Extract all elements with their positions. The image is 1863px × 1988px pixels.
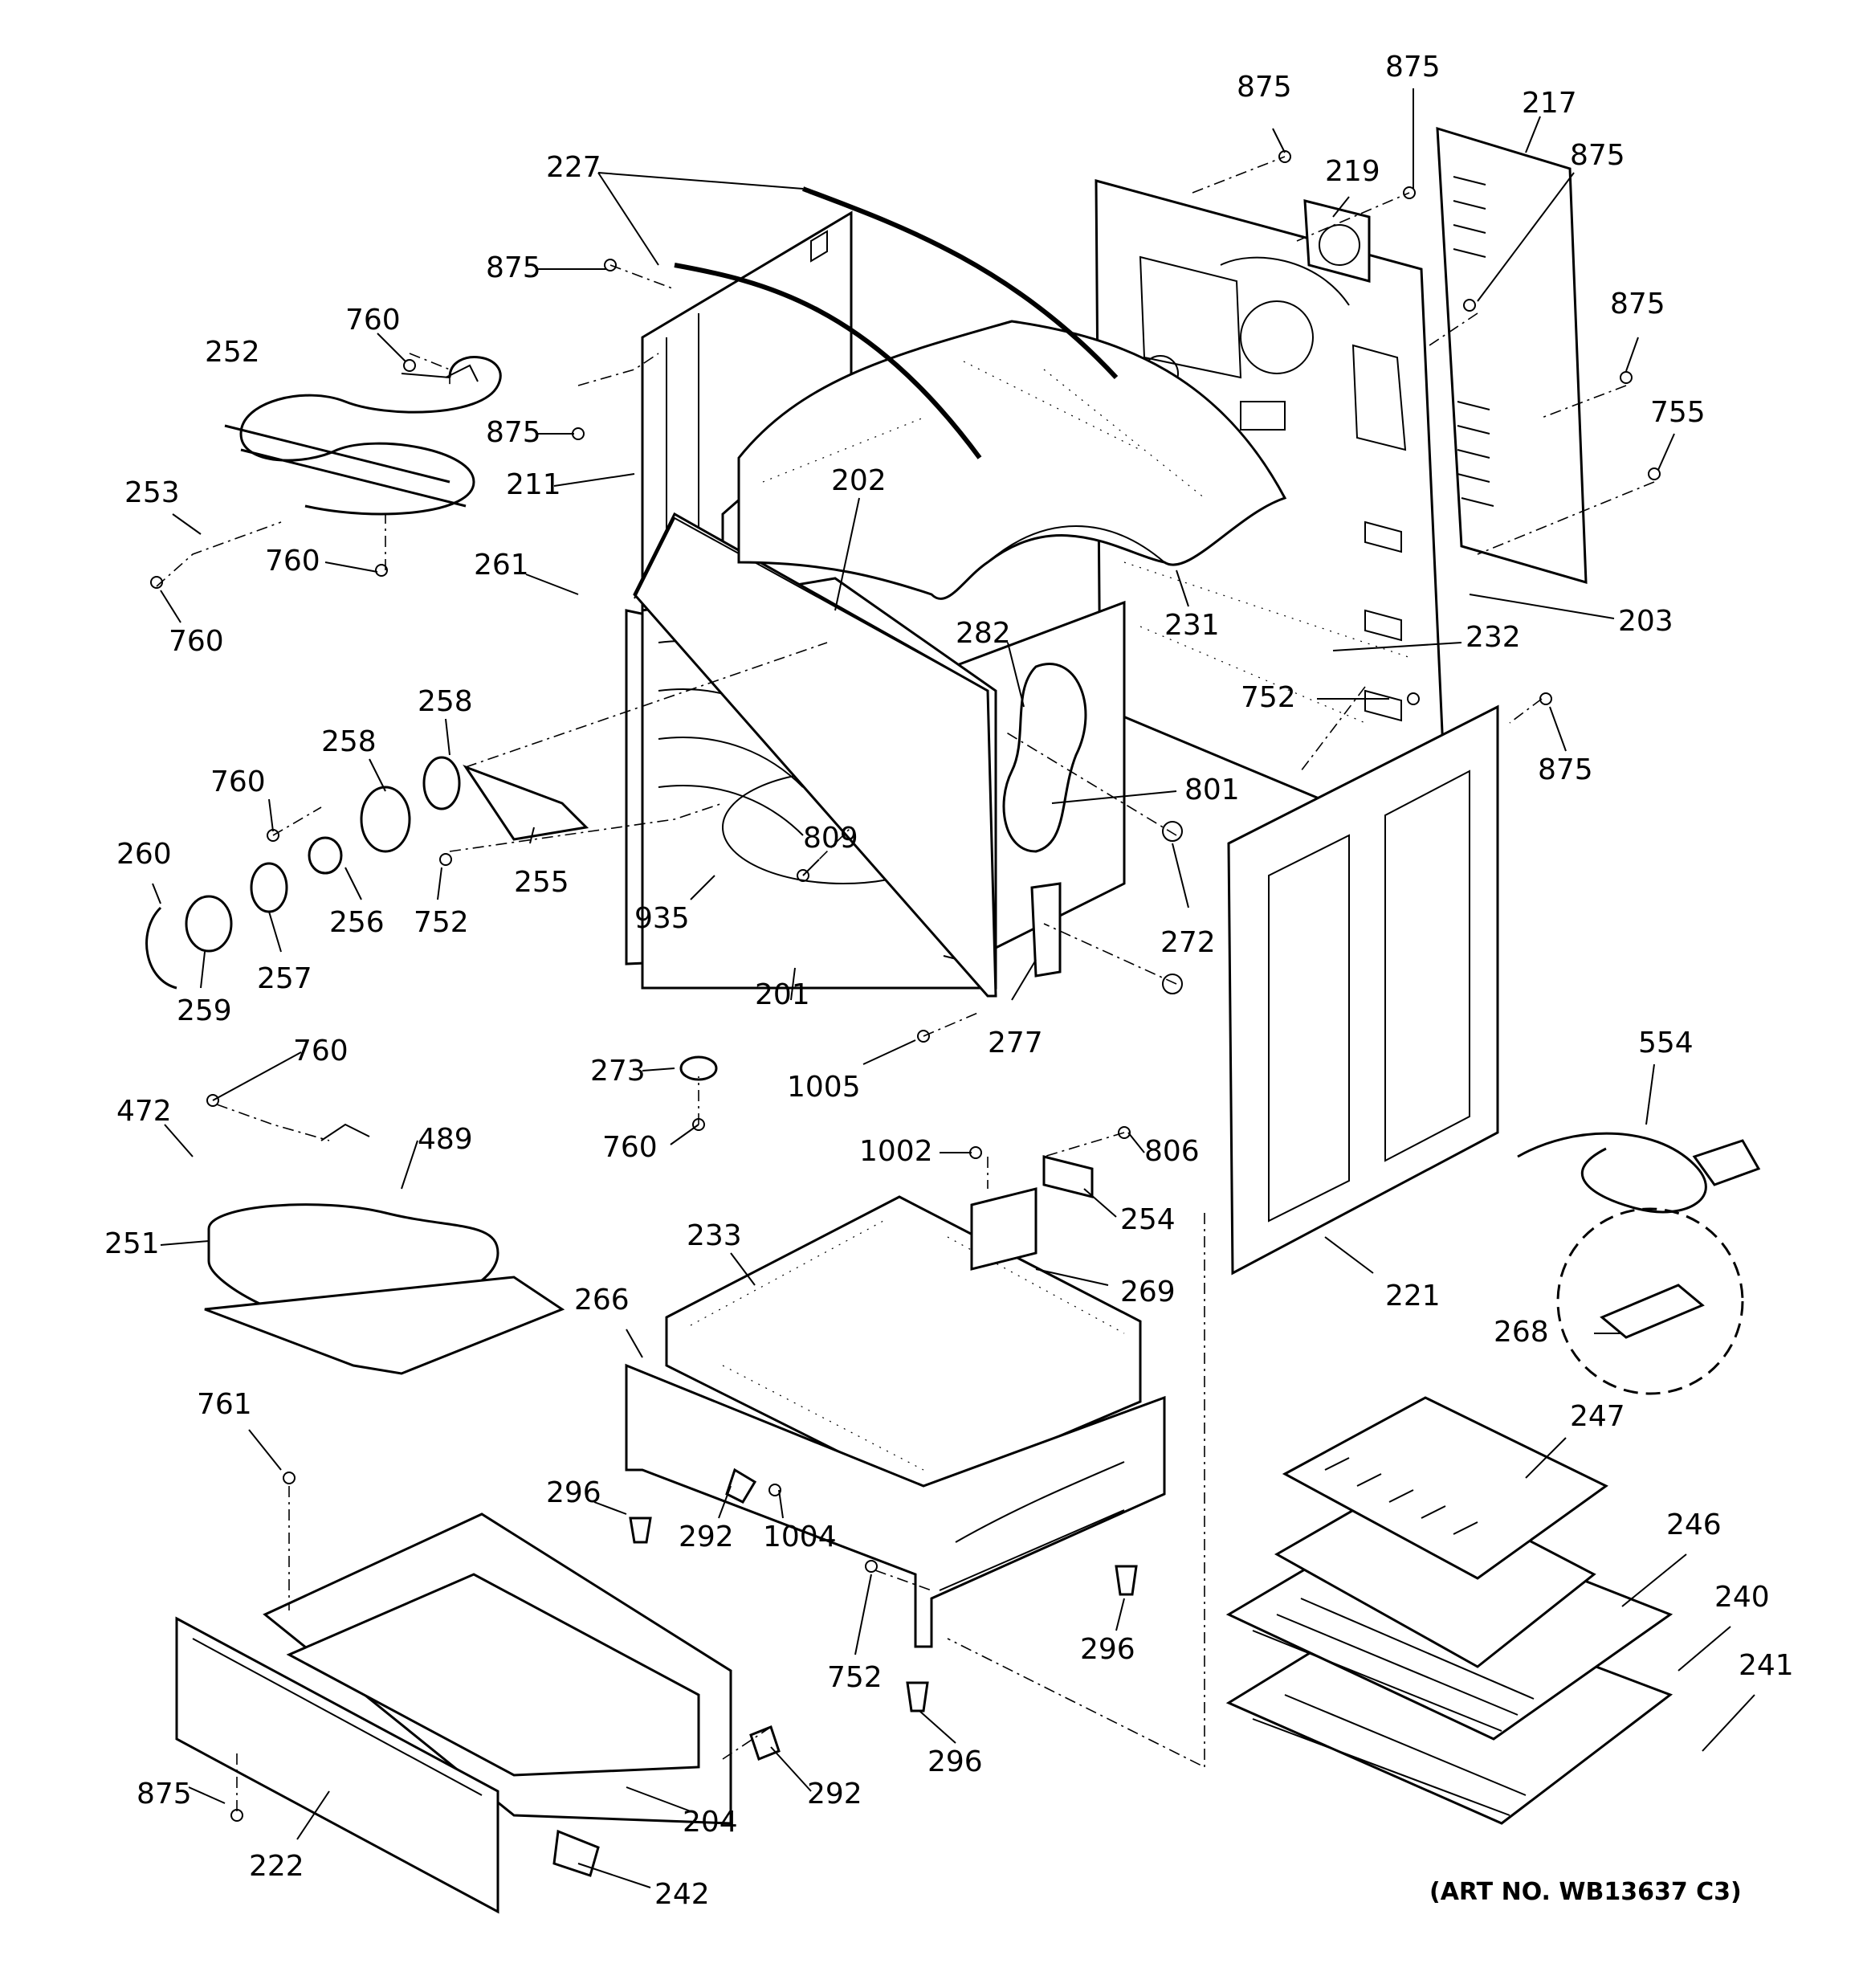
label-217: 217 [1522,87,1577,120]
label-260: 260 [116,838,172,871]
label-201: 201 [755,978,810,1011]
cover-219 [1303,199,1371,283]
label-261: 261 [474,549,529,582]
label-489: 489 [418,1123,473,1156]
drawer-support-266 [625,1195,1166,1648]
label-272: 272 [1160,926,1216,959]
label-222: 222 [249,1850,304,1883]
label-231: 231 [1164,609,1220,642]
label-1004: 1004 [763,1521,837,1553]
label-233: 233 [687,1219,742,1252]
bake-element-251 [204,1123,565,1375]
label-253: 253 [124,476,180,509]
label-292: 292 [679,1521,734,1553]
label-875: 875 [1385,51,1441,84]
label-935: 935 [634,902,690,935]
label-760: 760 [602,1131,658,1164]
power-cord-554 [1517,1132,1761,1214]
label-268: 268 [1494,1316,1549,1349]
label-232: 232 [1466,621,1521,654]
label-296: 296 [546,1476,601,1509]
drawer-204 [175,1512,732,1914]
label-282: 282 [956,617,1011,650]
insulation-231 [737,320,1287,600]
label-219: 219 [1325,155,1380,188]
broil-element-252 [224,356,502,516]
label-554: 554 [1638,1027,1694,1059]
art-number-footer: (ART NO. WB13637 C3) [1429,1878,1742,1906]
label-755: 755 [1650,396,1706,429]
label-277: 277 [988,1027,1043,1059]
diagram-art [145,88,1761,1914]
label-258: 258 [321,725,377,758]
label-875: 875 [1237,71,1292,104]
label-801: 801 [1184,774,1240,806]
label-760: 760 [169,625,224,658]
label-246: 246 [1666,1508,1722,1541]
label-296: 296 [1080,1633,1135,1666]
label-258: 258 [418,685,473,718]
label-241: 241 [1739,1649,1794,1682]
label-273: 273 [590,1055,646,1088]
hinge-277 [1030,882,1062,978]
label-251: 251 [104,1227,160,1260]
wire-227 [674,186,1119,459]
label-227: 227 [546,151,601,184]
oven-racks [1225,1396,1673,1825]
part-number-labels: 875 875 217 875 219 227 875 760 252 875 … [104,51,1794,1911]
label-809: 809 [803,822,858,855]
label-760: 760 [210,765,266,798]
label-221: 221 [1385,1280,1441,1312]
rear-cover-217 [1436,126,1588,585]
label-254: 254 [1120,1203,1176,1236]
label-875: 875 [486,416,541,449]
label-875: 875 [486,251,541,284]
assembly-lines [156,156,1655,1811]
label-760: 760 [293,1035,349,1067]
label-1002: 1002 [859,1135,933,1168]
label-472: 472 [116,1095,172,1128]
detail-268 [1556,1207,1744,1395]
label-875: 875 [1570,139,1625,172]
wire-shield-282 [1002,663,1087,853]
label-202: 202 [831,464,887,497]
fasteners [150,150,1661,1822]
label-875: 875 [1610,288,1665,320]
oven-cavity-201 [625,512,1126,998]
label-292: 292 [807,1778,862,1810]
label-752: 752 [414,906,469,939]
label-211: 211 [506,468,561,501]
label-875: 875 [1538,753,1593,786]
label-296: 296 [927,1745,983,1778]
label-259: 259 [177,994,232,1027]
label-252: 252 [205,336,260,369]
label-203: 203 [1618,605,1673,638]
label-806: 806 [1144,1135,1200,1168]
label-760: 760 [265,545,320,578]
label-761: 761 [197,1388,252,1421]
label-752: 752 [1241,681,1296,714]
light-assembly [145,756,589,990]
label-255: 255 [514,866,569,899]
label-269: 269 [1120,1276,1176,1308]
label-1005: 1005 [787,1071,861,1104]
side-panel-221 [1227,704,1499,1276]
label-240: 240 [1714,1581,1770,1614]
label-266: 266 [574,1284,630,1316]
label-257: 257 [257,962,312,995]
label-247: 247 [1570,1400,1625,1433]
label-760: 760 [345,304,401,337]
label-752: 752 [827,1661,883,1694]
bracket-254 [970,1155,1094,1271]
leader-lines [152,88,1755,1888]
label-256: 256 [329,906,385,939]
label-242: 242 [654,1878,710,1911]
label-204: 204 [683,1806,738,1839]
label-875: 875 [137,1778,192,1810]
